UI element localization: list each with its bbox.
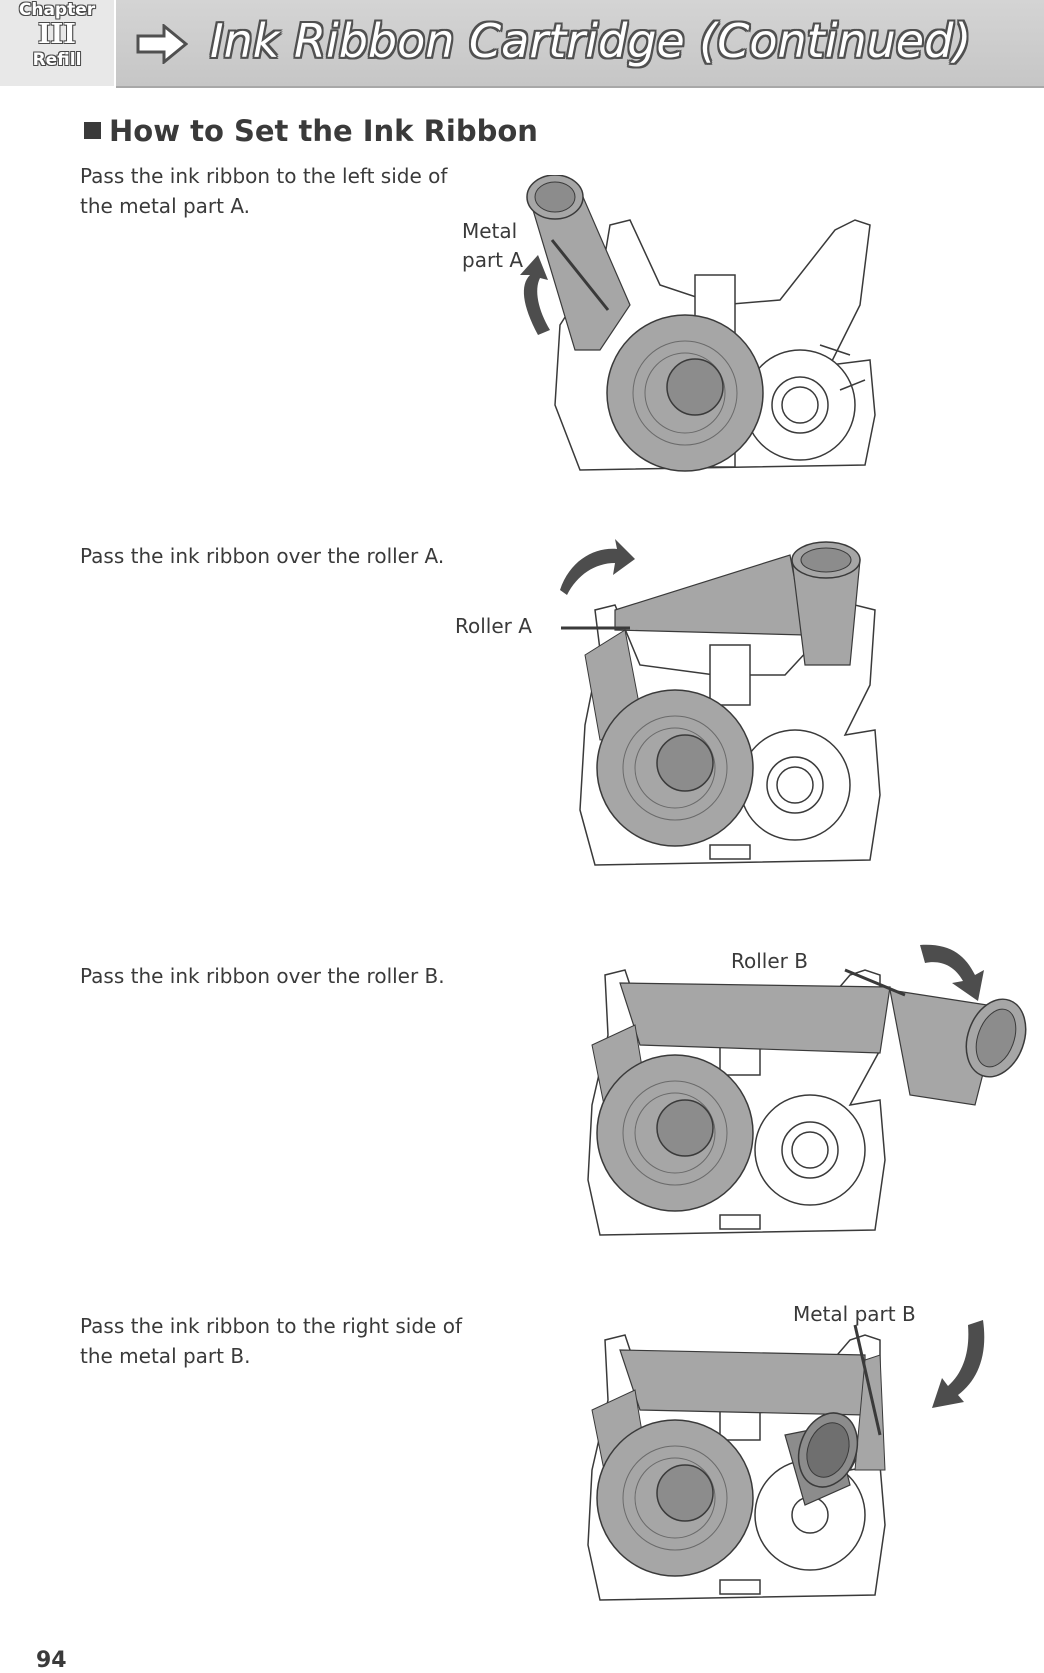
callout-roller-b: Roller B (731, 949, 808, 973)
step-1-text: Pass the ink ribbon to the left side of … (80, 164, 448, 218)
page-title: Ink Ribbon Cartridge (Continued) (210, 14, 972, 68)
callout-metal-part-b: Metal part B (793, 1302, 916, 1326)
callout-metal-part-a: Metal part A (462, 219, 524, 272)
figure-step-2 (560, 539, 881, 866)
section-heading-text: How to Set the Ink Ribbon (109, 114, 538, 148)
chapter-tab: Chapter III Refill (0, 0, 114, 86)
figure-step-1 (520, 175, 876, 472)
figure-step-3 (587, 944, 1027, 1236)
chapter-number: III (38, 19, 76, 50)
step-2-text: Pass the ink ribbon over the roller A. (80, 544, 445, 568)
right-arrow-icon (136, 24, 188, 64)
section-heading: How to Set the Ink Ribbon (84, 114, 538, 148)
bullet-square-icon (84, 122, 101, 139)
page-number: 94 (36, 1648, 67, 1673)
step-4-text: Pass the ink ribbon to the right side of… (80, 1314, 462, 1368)
callout-roller-a: Roller A (455, 614, 532, 638)
chapter-label: Chapter (18, 0, 96, 20)
chapter-name: Refill (32, 50, 82, 70)
step-3-text: Pass the ink ribbon over the roller B. (80, 964, 445, 988)
header-bar (116, 0, 1044, 88)
figure-step-4 (587, 1320, 985, 1601)
